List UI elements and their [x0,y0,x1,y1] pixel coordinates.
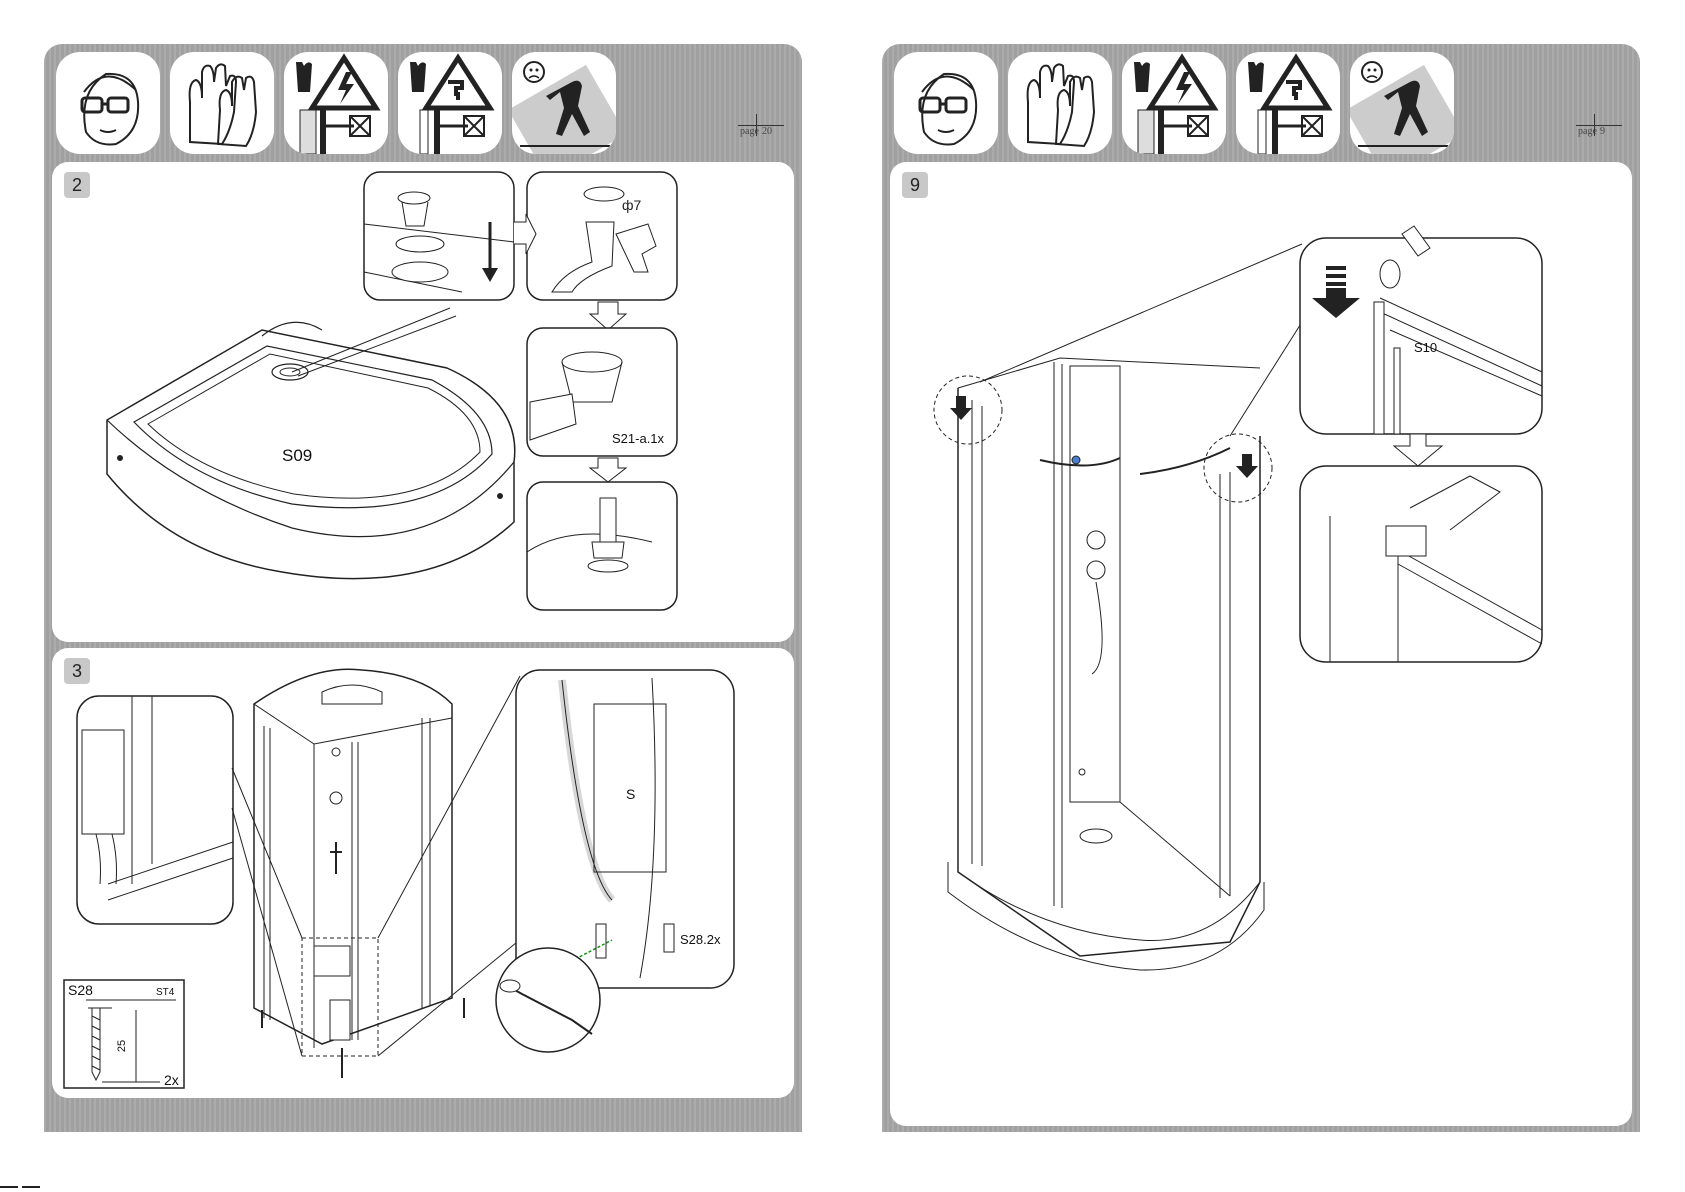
tray-label: S09 [282,446,312,466]
screw-type: ST4 [156,987,174,998]
drill-label: ф7 [622,197,642,213]
step-2-panel: 2 ф7 [52,162,794,642]
page-number-value: 9 [1600,126,1605,137]
no-fall-icon [1350,52,1454,154]
step-3-panel: 3 [52,648,794,1098]
step-3-illustration [52,648,794,1098]
safety-glasses-icon [894,52,998,154]
step-9-panel: 9 [890,162,1632,1126]
screw-length: 25 [116,1040,128,1052]
safety-glasses-icon [56,52,160,154]
page-label: page [740,126,759,137]
crop-marks [0,1186,60,1192]
electrical-hazard-icon [1122,52,1226,154]
step-9-illustration [890,162,1632,1126]
page-number-left: page 20 [738,114,784,136]
left-page: page 20 2 [44,44,802,1132]
hose-label: S21-a.1x [612,431,664,446]
electrical-hazard-icon [284,52,388,154]
page-number-right: page 9 [1576,114,1622,136]
page-label: page [1578,126,1597,137]
screw-code: S28 [68,982,93,998]
step-2-illustration: ф7 [52,162,794,642]
screw-callout: S28.2x [680,932,720,947]
page-number-value: 20 [762,126,772,137]
gloves-icon [1008,52,1112,154]
water-hazard-icon [1236,52,1340,154]
safety-icon-row [56,52,616,154]
box-label: S [626,786,635,802]
gloves-icon [170,52,274,154]
no-fall-icon [512,52,616,154]
right-page: page 9 9 [882,44,1640,1132]
screw-qty: 2x [164,1072,179,1088]
part-label: S10 [1414,340,1437,355]
safety-icon-row-right [894,52,1454,154]
water-hazard-icon [398,52,502,154]
